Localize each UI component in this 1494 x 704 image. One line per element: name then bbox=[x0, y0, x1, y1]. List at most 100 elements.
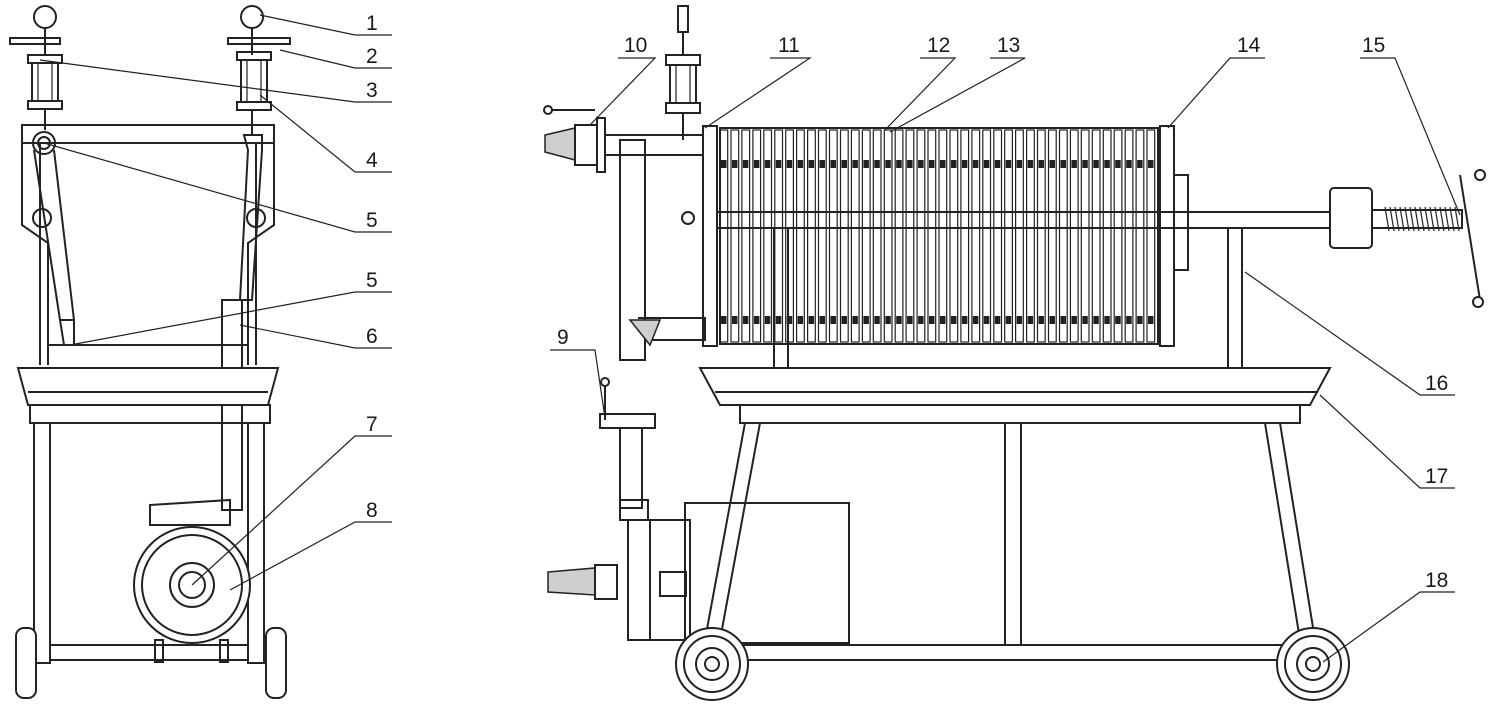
screw-thread bbox=[1419, 206, 1425, 232]
left-sight-glass bbox=[31, 62, 59, 102]
right-valve-knob[interactable] bbox=[240, 5, 264, 29]
plate-lug-top bbox=[732, 160, 738, 168]
plate-lug-bottom bbox=[994, 316, 1001, 324]
callout-12: 12 bbox=[927, 34, 950, 57]
plate-lug-bottom bbox=[819, 316, 825, 324]
plate-lug-top bbox=[1005, 160, 1012, 168]
plate-lug-top bbox=[972, 160, 979, 168]
plate-lug-bottom bbox=[1060, 316, 1066, 324]
callout-leaders bbox=[39, 14, 1461, 663]
callout-16: 16 bbox=[1425, 372, 1448, 395]
plate-pack-outline bbox=[719, 127, 1159, 345]
inlet-hose-barb bbox=[544, 127, 576, 161]
plate-lug-top bbox=[841, 160, 847, 168]
callout-2: 2 bbox=[366, 45, 378, 68]
filter-plate bbox=[971, 129, 981, 343]
filter-plate bbox=[1080, 129, 1090, 343]
outlet-hose-barb bbox=[547, 567, 596, 596]
plate-lug-top bbox=[721, 160, 727, 168]
plate-lug-top bbox=[1126, 160, 1132, 168]
right-feed-pipe bbox=[238, 134, 263, 301]
plate-lug-top bbox=[1082, 160, 1088, 168]
plate-lug-bottom bbox=[863, 316, 869, 324]
plate-lug-bottom bbox=[1027, 316, 1034, 324]
plate-lug-bottom bbox=[841, 316, 847, 324]
end-left-hinge bbox=[32, 208, 52, 228]
end-pump-inlet bbox=[178, 571, 206, 599]
plate-lug-bottom bbox=[1016, 316, 1023, 324]
callout-5b: 5 bbox=[366, 269, 378, 292]
filter-plate bbox=[795, 129, 805, 343]
plate-lug-top bbox=[797, 160, 804, 168]
filter-plate bbox=[894, 129, 904, 343]
plate-lug-bottom bbox=[1082, 316, 1088, 324]
plate-lug-top bbox=[830, 160, 836, 168]
plate-lug-top bbox=[1027, 160, 1034, 168]
side-motor bbox=[684, 502, 850, 644]
plate-lug-top bbox=[1060, 160, 1066, 168]
drain-valve[interactable] bbox=[599, 413, 656, 429]
filter-plate bbox=[872, 129, 882, 343]
callout-7: 7 bbox=[366, 413, 378, 436]
filter-plate bbox=[839, 129, 849, 343]
filter-plate bbox=[785, 129, 795, 343]
plate-lug-top bbox=[808, 160, 815, 168]
filter-plate bbox=[1014, 129, 1024, 343]
filter-plate bbox=[741, 129, 751, 343]
side-front-leg bbox=[703, 422, 762, 641]
screw-thread bbox=[1414, 206, 1420, 232]
plate-lug-bottom bbox=[764, 316, 771, 324]
plate-lug-top bbox=[961, 160, 968, 168]
filter-plate bbox=[960, 129, 970, 343]
end-left-bracket bbox=[21, 143, 49, 365]
plate-lug-bottom bbox=[732, 316, 738, 324]
screw-thread bbox=[1424, 206, 1430, 232]
end-left-wheel bbox=[15, 627, 37, 699]
screw-thread bbox=[1399, 206, 1405, 232]
callout-17: 17 bbox=[1425, 465, 1448, 488]
plate-lug-bottom bbox=[918, 316, 924, 324]
side-sight-glass bbox=[669, 64, 697, 104]
plate-lug-bottom bbox=[940, 316, 946, 324]
plate-lug-top bbox=[786, 160, 793, 168]
end-right-bracket bbox=[247, 143, 275, 365]
plate-lug-top bbox=[885, 160, 891, 168]
plate-lug-bottom bbox=[972, 316, 979, 324]
callout-14: 14 bbox=[1237, 34, 1261, 57]
left-valve-knob[interactable] bbox=[33, 5, 57, 29]
left-elbow bbox=[32, 131, 56, 155]
screw-thread bbox=[1389, 206, 1395, 232]
filter-plate bbox=[916, 129, 926, 343]
filter-plate bbox=[1113, 129, 1123, 343]
side-drip-tray bbox=[698, 367, 1332, 406]
callout-10: 10 bbox=[624, 34, 647, 57]
plate-lug-bottom bbox=[742, 316, 749, 324]
filter-plate bbox=[1069, 129, 1079, 343]
press-handle[interactable] bbox=[1459, 174, 1481, 301]
filter-plate bbox=[1047, 129, 1057, 343]
end-view bbox=[9, 5, 291, 699]
callout-6: 6 bbox=[366, 325, 378, 348]
plate-lug-top bbox=[907, 160, 913, 168]
side-feed-manifold bbox=[619, 139, 646, 361]
callout-8: 8 bbox=[366, 499, 378, 522]
screw-thread bbox=[1454, 206, 1460, 232]
plate-lug-bottom bbox=[1005, 316, 1012, 324]
callout-11: 11 bbox=[778, 34, 800, 57]
filter-plate bbox=[1135, 129, 1145, 343]
right-sight-glass bbox=[240, 59, 268, 103]
screw-thread bbox=[1394, 206, 1400, 232]
plate-lug-bottom bbox=[907, 316, 913, 324]
screw-thread bbox=[1384, 206, 1390, 232]
screw-thread bbox=[1449, 206, 1455, 232]
screw-shaft bbox=[1371, 209, 1463, 229]
plate-lug-bottom bbox=[1104, 316, 1110, 324]
callout-13: 13 bbox=[997, 34, 1020, 57]
filter-plate bbox=[1146, 129, 1156, 343]
plate-lug-top bbox=[742, 160, 749, 168]
plate-lug-top bbox=[1016, 160, 1023, 168]
plate-lug-top bbox=[1148, 160, 1154, 168]
filter-plate bbox=[861, 129, 871, 343]
plate-lug-bottom bbox=[797, 316, 804, 324]
